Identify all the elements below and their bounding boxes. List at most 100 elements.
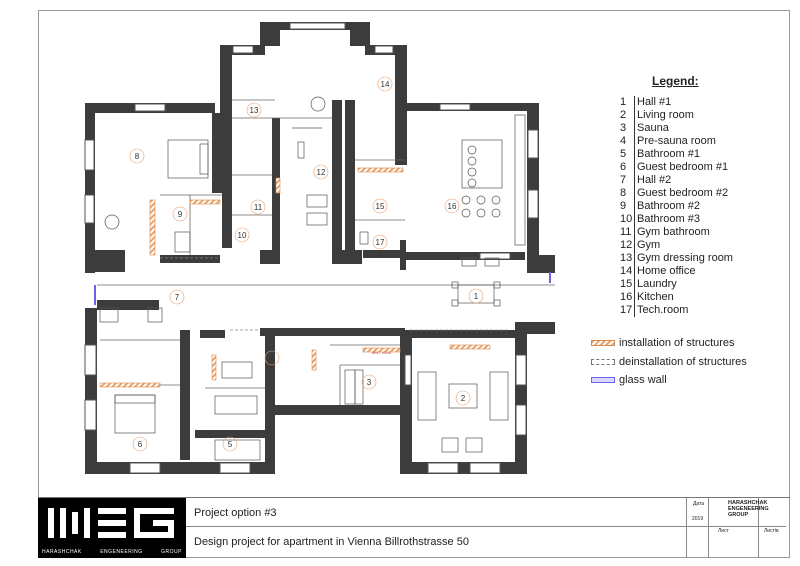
- legend-item-name: Hall #1: [634, 96, 671, 109]
- legend-item-name: Guest bedroom #1: [634, 161, 728, 174]
- legend-item: 6 Guest bedroom #1: [620, 161, 728, 174]
- svg-text:7: 7: [175, 293, 180, 302]
- svg-text:15: 15: [376, 202, 385, 211]
- legend-item-name: Kitchen: [634, 291, 674, 304]
- windows: [84, 22, 539, 474]
- room-labels: 1 2 3 4 5 6 7 8 9 10 11 12 13 14 15 16 1…: [129, 76, 484, 452]
- svg-text:3: 3: [367, 378, 372, 387]
- legend-item-number: 10: [620, 213, 633, 225]
- legend-item-number: 5: [620, 148, 627, 160]
- room-label-11: 11: [250, 199, 266, 215]
- svg-text:10: 10: [238, 231, 247, 240]
- legend-item-name: Hall #2: [634, 174, 671, 187]
- legend-item: 1 Hall #1: [620, 96, 671, 109]
- legend-item-number: 16: [620, 291, 633, 303]
- svg-text:8: 8: [135, 152, 140, 161]
- legend-item-name: Laundry: [634, 278, 677, 291]
- legend-item-name: Home office: [634, 265, 696, 278]
- legend-item-number: 15: [620, 278, 633, 290]
- legend-item-name: Gym bathroom: [634, 226, 710, 239]
- room-label-10: 10: [234, 227, 250, 243]
- svg-text:4: 4: [270, 354, 275, 363]
- year-value: 2019: [692, 516, 704, 522]
- svg-text:13: 13: [250, 106, 259, 115]
- title-block: HARASHCHAK ENGENEERING GROUP Project opt…: [38, 497, 790, 558]
- room-label-5: 5: [222, 436, 238, 452]
- room-label-3: 3: [361, 374, 377, 390]
- glass-swatch: [591, 377, 615, 384]
- legend-item-number: 4: [620, 135, 627, 147]
- room-label-16: 16: [444, 198, 460, 214]
- legend-item-name: Bathroom #3: [634, 213, 700, 226]
- room-label-4: 4: [264, 350, 280, 366]
- legend-item-name: Guest bedroom #2: [634, 187, 728, 200]
- drawing-frame: [38, 10, 790, 558]
- deinstall-swatch: [591, 359, 615, 366]
- legend-item-name: Bathroom #2: [634, 200, 700, 213]
- svg-text:11: 11: [254, 203, 263, 212]
- legend-deinstall: deinstallation of structures: [591, 355, 747, 369]
- company-logo: HARASHCHAK ENGENEERING GROUP: [38, 498, 186, 558]
- room-label-1: 1: [468, 288, 484, 304]
- legend-install: installation of structures: [591, 336, 735, 350]
- legend-item-number: 8: [620, 187, 627, 199]
- legend-item-number: 1: [620, 96, 627, 108]
- legend-item-name: Tech.room: [634, 304, 688, 317]
- legend-item: 4 Pre-sauna room: [620, 135, 716, 148]
- legend-item-name: Living room: [634, 109, 694, 122]
- legend-item-number: 7: [620, 174, 627, 186]
- logo-subtitle: HARASHCHAK ENGENEERING GROUP: [42, 549, 182, 555]
- legend-item-number: 11: [620, 226, 632, 238]
- legend-item-name: Gym dressing room: [634, 252, 733, 265]
- svg-text:17: 17: [376, 238, 385, 247]
- installation-structures: [99, 167, 491, 388]
- svg-text:2: 2: [461, 394, 466, 403]
- room-label-9: 9: [172, 206, 188, 222]
- room-label-14: 14: [377, 76, 393, 92]
- room-label-13: 13: [246, 102, 262, 118]
- sheet-label: Лист: [718, 528, 729, 534]
- room-label-12: 12: [313, 164, 329, 180]
- svg-text:6: 6: [138, 440, 143, 449]
- date-label: Дата: [693, 501, 705, 507]
- legend-item-number: 17: [620, 304, 633, 316]
- logo-mark-icon: [48, 508, 174, 538]
- legend-item-number: 12: [620, 239, 633, 251]
- svg-text:16: 16: [448, 202, 457, 211]
- legend-item-number: 6: [620, 161, 627, 173]
- deinstallation-lines: [100, 257, 510, 341]
- legend-item-name: Pre-sauna room: [634, 135, 716, 148]
- legend-item-name: Gym: [634, 239, 660, 252]
- svg-text:12: 12: [317, 168, 326, 177]
- legend-item: 8 Guest bedroom #2: [620, 187, 728, 200]
- legend-item-name: Bathroom #1: [634, 148, 700, 161]
- svg-text:1: 1: [474, 292, 479, 301]
- glass-walls: [94, 272, 551, 305]
- legend-item-name: Sauna: [634, 122, 669, 135]
- project-option: Project option #3: [194, 507, 277, 519]
- install-swatch: [591, 340, 615, 347]
- sheets-label: Листів: [764, 528, 779, 534]
- legend-item-number: 2: [620, 109, 627, 121]
- svg-text:5: 5: [228, 440, 233, 449]
- legend-item: 5 Bathroom #1: [620, 148, 700, 161]
- room-label-17: 17: [372, 234, 388, 250]
- room-label-2: 2: [455, 390, 471, 406]
- legend-item-number: 13: [620, 252, 633, 264]
- project-description: Design project for apartment in Vienna B…: [194, 536, 469, 548]
- tech-room-note: tech. room: [372, 350, 392, 355]
- legend-item-number: 14: [620, 265, 633, 277]
- room-label-8: 8: [129, 148, 145, 164]
- legend-item: 2 Living room: [620, 109, 694, 122]
- room-label-7: 7: [169, 289, 185, 305]
